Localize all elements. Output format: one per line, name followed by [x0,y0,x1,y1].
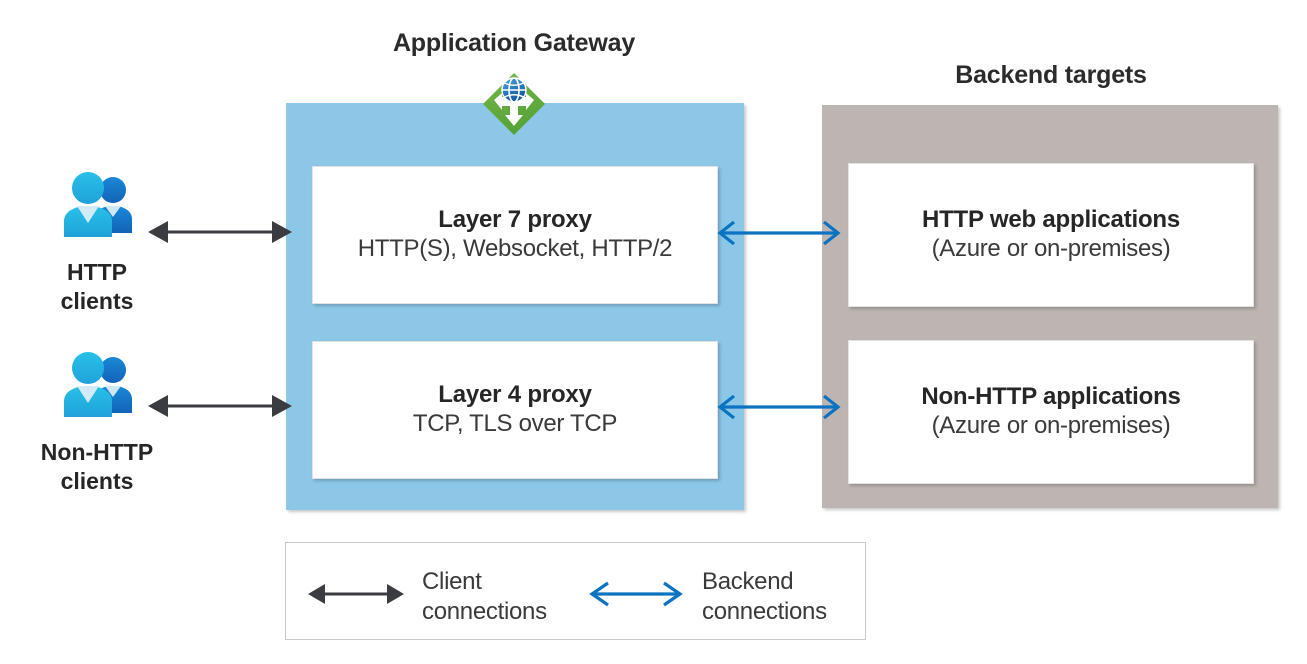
double-arrow-solid-icon [308,581,404,612]
layer4-proxy-card-title: Layer 4 proxy [438,380,592,408]
non-http-clients-label-line2: clients [60,468,134,495]
legend-label-client-connections: Client connections [422,567,547,627]
app-gateway-title: Application Gateway [392,29,636,57]
non-http-clients-users-group-icon [58,347,138,430]
http-clients-label: HTTP clients [0,258,197,317]
http-web-applications-card: HTTP web applications (Azure or on-premi… [848,163,1254,307]
http-web-applications-card-title: HTTP web applications [921,205,1181,233]
backend-targets-title: Backend targets [955,61,1147,89]
legend-item-client-connections: Client connections [308,567,547,627]
legend-item-backend-connections: Backend connections [588,567,827,627]
legend-label-client-connections-line1: Client [422,568,482,595]
http-clients-users-group-icon [58,167,138,250]
backend-connection-arrow-http [716,220,842,251]
layer7-proxy-card-subtitle: HTTP(S), Websocket, HTTP/2 [357,235,673,263]
azure-application-gateway-icon [480,70,548,143]
layer4-proxy-card: Layer 4 proxy TCP, TLS over TCP [312,341,718,479]
client-connection-arrow-http [148,218,292,251]
non-http-clients-label-line1: Non-HTTP [40,439,154,465]
double-arrow-open-icon [588,581,684,612]
legend: Client connections Backend connections [285,542,866,640]
non-http-applications-card: Non-HTTP applications (Azure or on-premi… [848,340,1254,484]
legend-label-client-connections-line2: connections [422,597,547,625]
non-http-clients-label: Non-HTTP clients [0,438,197,497]
http-clients-label-line1: HTTP [66,259,128,285]
layer7-proxy-card-title: Layer 7 proxy [438,205,592,233]
layer7-proxy-card: Layer 7 proxy HTTP(S), Websocket, HTTP/2 [312,166,718,304]
http-web-applications-card-subtitle: (Azure or on-premises) [931,235,1171,263]
legend-label-backend-connections: Backend connections [702,567,827,627]
legend-label-backend-connections-line2: connections [702,597,827,625]
backend-connection-arrow-non-http [716,394,842,425]
http-clients-label-line2: clients [60,288,134,315]
non-http-applications-card-subtitle: (Azure or on-premises) [931,412,1171,440]
layer4-proxy-card-subtitle: TCP, TLS over TCP [412,410,618,438]
legend-label-backend-connections-line1: Backend [702,568,794,595]
non-http-applications-card-title: Non-HTTP applications [921,382,1181,410]
client-connection-arrow-non-http [148,392,292,425]
